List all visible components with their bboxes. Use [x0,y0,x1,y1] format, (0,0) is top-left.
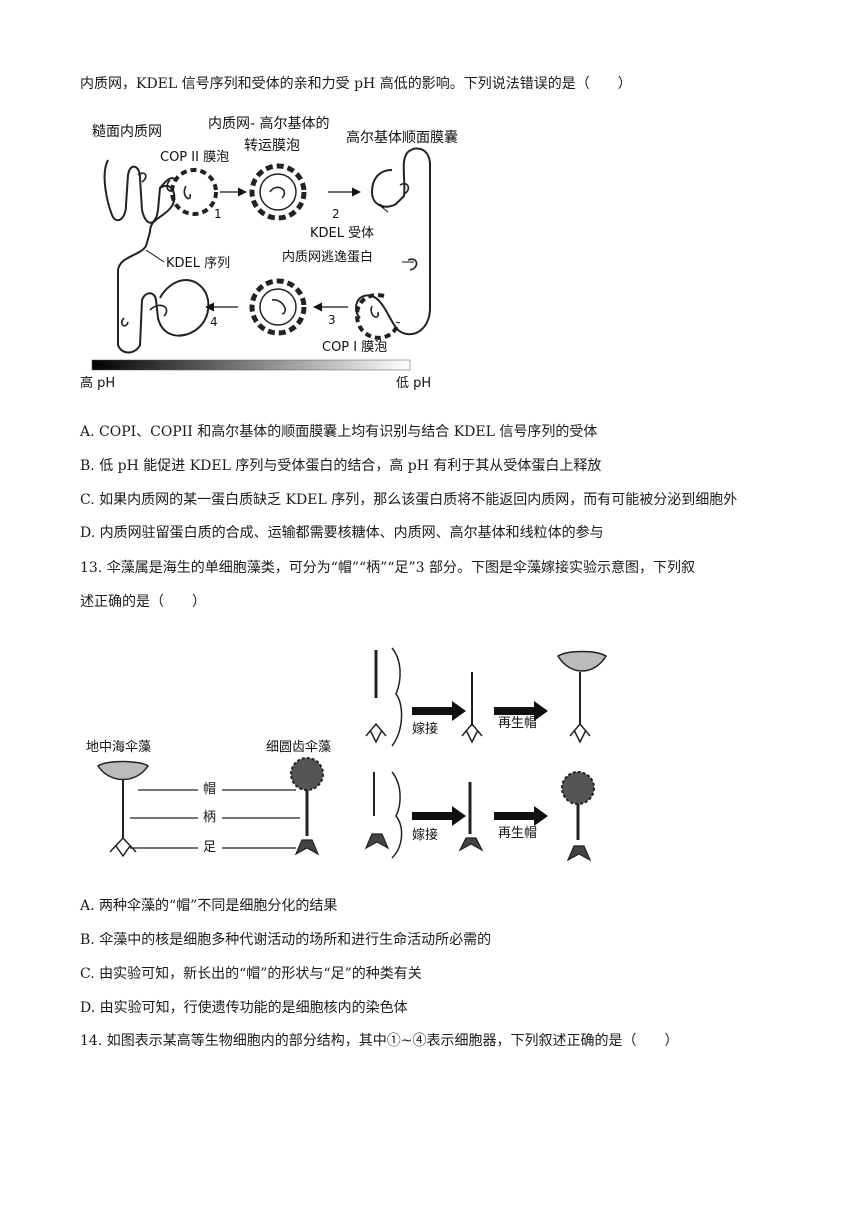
cap-label: 帽 [203,782,217,797]
golgi-outline [355,147,431,336]
ph-gradient-bar [91,359,411,371]
copi-vesicle [355,293,400,340]
rough-er-label: 糙面内质网 [92,124,162,140]
kdel-receptor-label: KDEL 受体 [310,226,375,241]
q13-stem-line-2: 述正确的是（ ） [80,594,206,610]
q12-option-a: A. COPI、COPII 和高尔基体的顺面膜囊上均有识别与结合 KDEL 信号… [80,424,598,440]
retro-vesicle [249,278,307,336]
graft-bottom-label: 嫁接 [412,828,439,843]
graft-top-row [365,647,608,747]
high-ph-label: 高 pH [80,376,116,391]
transport-vesicle [249,163,307,221]
regen-top-label: 再生帽 [498,716,538,731]
q13-option-d: D. 由实验可知，行使遗传功能的是细胞核内的染色体 [80,1000,408,1016]
q13-option-a: A. 两种伞藻的“帽”不同是细胞分化的结果 [80,898,338,914]
species-b-cell [290,757,324,856]
regen-bottom-label: 再生帽 [498,826,538,841]
transport-vesicle-label-2: 转运膜泡 [244,138,300,154]
copii-vesicle [166,168,218,216]
step-4-label: 4 [210,315,218,329]
q12-option-c: C. 如果内质网的某一蛋白质缺乏 KDEL 序列，那么该蛋白质将不能返回内质网，… [80,492,738,508]
step-3-label: 3 [328,313,336,327]
step-2-label: 2 [332,207,340,221]
species-a-label: 地中海伞藻 [86,740,152,755]
q14-stem: 14. 如图表示某高等生物细胞内的部分结构，其中①~④表示细胞器，下列叙述正确的… [80,1033,679,1049]
low-ph-label: 低 pH [396,376,432,391]
q13-option-c: C. 由实验可知，新长出的“帽”的形状与“足”的种类有关 [80,966,422,982]
foot-label: 足 [203,840,217,855]
copi-label: COP I 膜泡 [322,340,388,355]
graft-top-label: 嫁接 [412,722,439,737]
transport-vesicle-label-1: 内质网- 高尔基体的 [208,116,330,132]
escaped-protein-label: 内质网逃逸蛋白 [282,250,374,265]
graft-bottom-row [364,771,595,862]
q13-option-b: B. 伞藻中的核是细胞多种代谢活动的场所和进行生命活动所必需的 [80,932,492,948]
species-a-cell [96,760,150,858]
q13-stem-line-1: 13. 伞藻属是海生的单细胞藻类，可分为“帽”“柄”“足”3 部分。下图是伞藻嫁… [80,560,696,576]
species-b-label: 细圆齿伞藻 [266,740,332,755]
copii-label: COP II 膜泡 [160,150,230,165]
stalk-label: 柄 [203,810,217,825]
golgi-cis-label: 高尔基体顺面膜囊 [346,130,458,146]
kdel-seq-label: KDEL 序列 [166,256,231,271]
q12-stem: 内质网，KDEL 信号序列和受体的亲和力受 pH 高低的影响。下列说法错误的是（… [80,76,632,92]
q12-option-d: D. 内质网驻留蛋白质的合成、运输都需要核糖体、内质网、高尔基体和线粒体的参与 [80,525,604,541]
step-1-label: 1 [214,207,222,221]
q12-option-b: B. 低 pH 能促进 KDEL 序列与受体蛋白的结合，高 pH 有利于其从受体… [80,458,602,474]
